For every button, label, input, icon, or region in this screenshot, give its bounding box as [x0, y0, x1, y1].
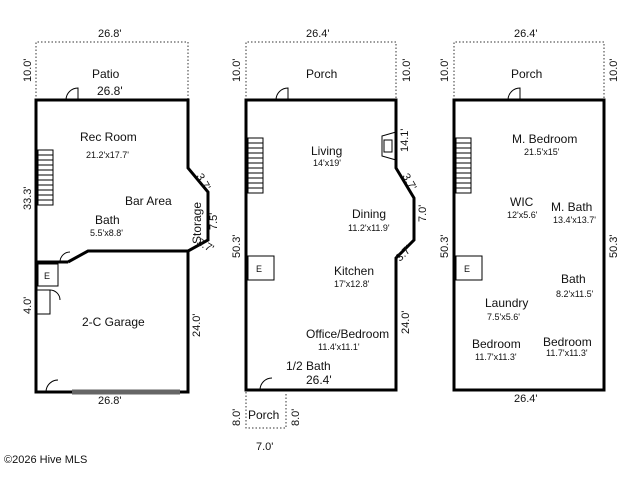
- garage-wall: [67, 249, 188, 264]
- laundry-label: Laundry: [485, 296, 528, 310]
- stairs-icon: [455, 137, 472, 194]
- patio-outline: [35, 41, 189, 100]
- door-swing-icon: [49, 289, 61, 301]
- fireplace-box: [383, 139, 393, 153]
- bedroom-1-label: Bedroom: [472, 337, 521, 351]
- dining-label: Dining: [352, 207, 386, 221]
- small-porch-label: Porch: [248, 408, 279, 422]
- door-swing-icon: [65, 87, 79, 101]
- floor-3-porch-depth-left: 10.0': [439, 58, 451, 82]
- floor-3-left-dim: 50.3': [439, 234, 451, 258]
- floor-2-top-width: 26.4': [306, 28, 330, 40]
- floor-3-porch-label: Porch: [511, 67, 542, 81]
- office-size: 11.4'x11.1': [318, 342, 360, 352]
- garage-depth: 24.0': [191, 313, 203, 337]
- closet-outline: [36, 289, 51, 315]
- bath-label: Bath: [95, 213, 120, 227]
- master-bath-size: 13.4'x13.7': [553, 215, 596, 225]
- small-porch-left-dim: 8.0': [231, 409, 243, 426]
- floor-2-porch-label: Porch: [306, 67, 337, 81]
- floor-2-porch-depth-right: 10.0': [401, 58, 413, 82]
- door-swing-icon: [45, 379, 59, 393]
- floor-3-right-dim: 50.3': [608, 234, 620, 258]
- electrical-box: [247, 255, 275, 281]
- floor-1-left-dim-upper: 33.3': [22, 186, 34, 210]
- floor-2-walls: [244, 98, 416, 392]
- copyright-watermark: ©2026 Hive MLS: [4, 454, 87, 466]
- electrical-box: [37, 263, 59, 287]
- small-porch-right-dim: 8.0': [290, 409, 302, 426]
- bay-dim-top: 3.7': [399, 172, 418, 193]
- bedroom-2-label: Bedroom: [543, 335, 592, 349]
- floor-3-bottom-width: 26.4': [514, 393, 538, 405]
- fireplace-dim: 14.1': [399, 128, 411, 152]
- patio-width: 26.8': [97, 84, 123, 98]
- master-bath-label: M. Bath: [551, 200, 592, 214]
- small-porch-width: 7.0': [256, 441, 273, 453]
- bath-size: 8.2'x11.5': [556, 289, 594, 299]
- bedroom-2-size: 11.7'x11.3': [546, 348, 588, 358]
- garage-label: 2-C Garage: [82, 315, 145, 329]
- floor-1-e-label: E: [44, 271, 50, 281]
- door-swing-icon: [507, 87, 521, 101]
- door-swing-icon: [59, 251, 71, 263]
- fireplace-icon: [381, 131, 397, 161]
- wic-size: 12'x5.6': [507, 210, 538, 220]
- porch-outline: [453, 41, 605, 100]
- rec-room-size: 21.2'x17.7': [86, 150, 129, 160]
- living-label: Living: [311, 144, 342, 158]
- bar-area-label: Bar Area: [125, 194, 172, 208]
- storage-dim-mid: 7.5': [208, 213, 220, 230]
- small-porch-outline: [245, 392, 287, 429]
- master-bedroom-size: 21.5'x15': [524, 147, 560, 157]
- porch-outline: [245, 41, 397, 100]
- bath-size: 5.5'x8.8': [90, 228, 123, 238]
- floor-1-left-dim-lower: 4.0': [22, 297, 34, 314]
- bedroom-1-size: 11.7'x11.3': [475, 352, 517, 362]
- wic-label: WIC: [510, 195, 534, 209]
- floor-3-plan: E 26.4' 10.0' 10.0' Porch M. Bedroom 21.…: [439, 28, 620, 405]
- half-bath-label: 1/2 Bath: [286, 359, 331, 373]
- floor-3-walls: [452, 98, 606, 392]
- door-swing-icon: [259, 377, 273, 391]
- kitchen-label: Kitchen: [334, 264, 374, 278]
- floor-2-plan: E 26.4' 10.0' 10.0' Porch Living 14'x19'…: [231, 28, 429, 453]
- patio-depth: 10.0': [22, 58, 34, 82]
- rec-room-label: Rec Room: [80, 130, 137, 144]
- dining-size: 11.2'x11.9': [348, 223, 390, 233]
- master-bedroom-label: M. Bedroom: [512, 132, 577, 146]
- floor-2-porch-depth-left: 10.0': [231, 58, 243, 82]
- office-label: Office/Bedroom: [306, 327, 389, 341]
- floor-1-top-width: 26.8': [98, 28, 122, 40]
- floor-3-e-label: E: [464, 264, 470, 274]
- floor-1-bottom-width: 26.8': [98, 395, 122, 407]
- floor-2-bottom-width: 26.4': [306, 373, 332, 387]
- floor-2-right-dim-lower: 24.0': [400, 310, 412, 334]
- floor-2-e-label: E: [256, 264, 262, 274]
- patio-label: Patio: [92, 67, 120, 81]
- stairs-icon: [37, 149, 54, 206]
- laundry-size: 7.5'x5.6': [487, 312, 520, 322]
- floor-1-plan: E 26.8' 10.0' Patio 26.8' Rec Room 21.2'…: [22, 28, 220, 407]
- bath-label: Bath: [561, 272, 586, 286]
- storage-label: Storage: [190, 202, 204, 244]
- floor-2-left-dim: 50.3': [231, 234, 243, 258]
- bay-dim-mid: 7.0': [417, 205, 429, 222]
- door-swing-icon: [275, 87, 289, 101]
- electrical-box: [455, 255, 483, 281]
- living-size: 14'x19': [313, 158, 341, 168]
- kitchen-size: 17'x12.8': [334, 279, 370, 289]
- floor-3-porch-depth-right: 10.0': [608, 58, 620, 82]
- floor-3-top-width: 26.4': [514, 28, 538, 40]
- stairs-icon: [247, 137, 264, 194]
- storage-dim-top: 3.7': [193, 172, 212, 193]
